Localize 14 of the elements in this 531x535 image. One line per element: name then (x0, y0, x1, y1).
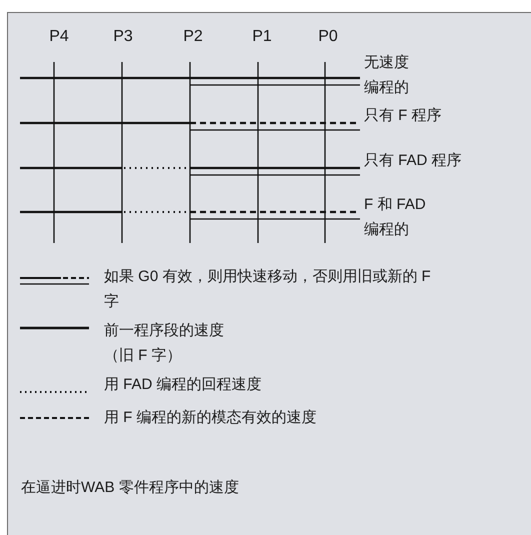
legend-text: 如果 G0 有效，则用快速移动，否则用旧或新的 F 字 (104, 267, 432, 312)
row-label: 只有 F 程序 (364, 106, 442, 126)
row-label: 只有 FAD 程序 (364, 151, 463, 171)
legend-text: 用 FAD 编程的回程速度 (104, 375, 263, 395)
position-label: P3 (112, 27, 134, 47)
row-label: F 和 FAD编程的 (364, 195, 427, 240)
row-label: 无速度编程的 (364, 53, 410, 98)
position-label: P4 (48, 27, 70, 47)
legend-text: 用 F 编程的新的模态有效的速度 (104, 408, 318, 428)
legend-text: 前一程序段的速度（旧 F 字） (104, 321, 225, 366)
position-label: P1 (251, 27, 273, 47)
position-label: P2 (182, 27, 204, 47)
caption: 在逼进时WAB 零件程序中的速度 (21, 478, 239, 498)
position-label: P0 (317, 27, 339, 47)
